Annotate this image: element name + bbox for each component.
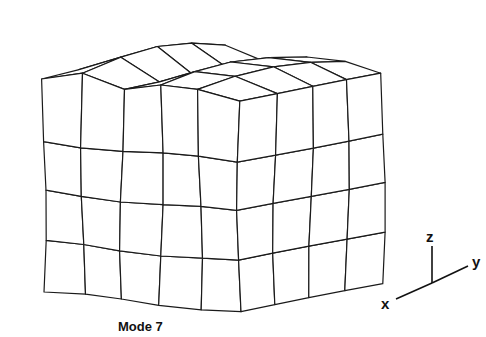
mesh-element bbox=[84, 245, 122, 300]
mesh-element bbox=[309, 189, 349, 246]
z-axis bbox=[431, 246, 433, 283]
mesh-element bbox=[347, 182, 385, 239]
mesh-element bbox=[347, 73, 383, 141]
mesh-element bbox=[46, 190, 84, 244]
mesh-element bbox=[237, 94, 277, 163]
mesh-element bbox=[123, 85, 163, 153]
mesh-element bbox=[237, 155, 276, 210]
mesh-element bbox=[161, 205, 203, 259]
axis-label: y bbox=[472, 254, 480, 269]
x-axis bbox=[396, 283, 432, 299]
mesh-grid bbox=[42, 43, 386, 311]
mesh-element bbox=[276, 86, 314, 155]
mesh-element bbox=[273, 148, 313, 203]
mesh-element bbox=[239, 253, 275, 312]
mesh-element bbox=[313, 80, 349, 149]
mesh-element bbox=[120, 251, 161, 306]
mesh-element bbox=[120, 151, 163, 204]
mesh-element bbox=[161, 85, 199, 156]
mesh-element bbox=[201, 206, 239, 260]
mesh-element bbox=[81, 73, 125, 151]
mesh-element bbox=[159, 256, 203, 310]
mesh-element bbox=[44, 240, 86, 294]
mesh-element bbox=[42, 73, 83, 148]
mesh-element bbox=[311, 141, 349, 196]
mesh-element bbox=[81, 196, 120, 251]
mesh-element bbox=[198, 89, 240, 162]
mesh-element bbox=[345, 232, 385, 291]
mesh-element bbox=[309, 239, 347, 298]
mesh-element bbox=[44, 142, 82, 197]
y-axis bbox=[432, 266, 468, 283]
axis-label: z bbox=[426, 229, 434, 244]
mesh-element bbox=[120, 202, 164, 256]
mesh-element bbox=[163, 153, 201, 207]
axis-triad bbox=[396, 246, 468, 299]
mesh-element bbox=[273, 196, 312, 253]
mesh-element bbox=[349, 134, 385, 189]
axis-label: x bbox=[381, 296, 389, 311]
figure-caption: Mode 7 bbox=[118, 320, 163, 333]
mesh-element bbox=[81, 148, 123, 202]
mesh-element bbox=[237, 203, 274, 260]
mesh-element bbox=[198, 156, 237, 210]
mesh-element bbox=[273, 246, 309, 305]
mesh-element bbox=[201, 258, 241, 311]
